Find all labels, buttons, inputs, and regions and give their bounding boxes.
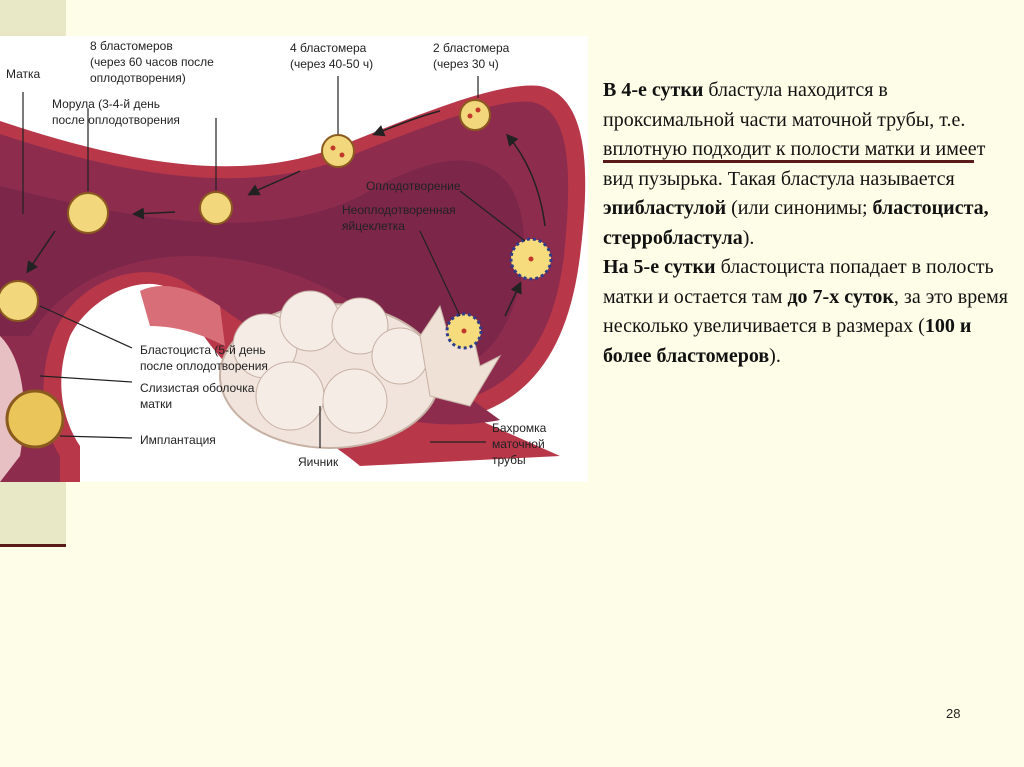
label-implantation: Имплантация: [140, 433, 216, 447]
label-mucosa-line2: матки: [140, 397, 172, 411]
label-fimbriae-line2: маточной: [492, 437, 545, 451]
day-4-heading: В 4-е сутки: [603, 79, 704, 101]
label-blastocyst-line1: Бластоциста (5-й день: [140, 343, 266, 357]
day-4-text-2: (или синонимы;: [726, 197, 873, 219]
label-uterus: Матка: [6, 67, 41, 81]
fallopian-tube-diagram: Матка 8 бластомеров (через 60 часов посл…: [0, 36, 588, 482]
page-number: 28: [946, 706, 961, 721]
leader-lines: [22, 76, 526, 448]
label-ovary: Яичник: [298, 455, 339, 469]
label-fimbriae-line3: трубы: [492, 453, 526, 467]
term-blastomere-count: 100 и более бластомеров: [603, 315, 972, 367]
label-8-blastomeres-line1: 8 бластомеров: [90, 39, 173, 53]
label-blastocyst-line2: после оплодотворения: [140, 359, 268, 373]
term-until-day-7: до 7-х суток: [787, 285, 894, 308]
embryo-cells: [0, 99, 553, 449]
label-8-blastomeres-line3: оплодотворения): [90, 71, 186, 85]
label-morula-line2: после оплодотворения: [52, 113, 180, 127]
label-fertilization: Оплодотворение: [366, 179, 461, 193]
label-4-blastomeres-line2: (через 40-50 ч): [290, 57, 373, 71]
day-5-text-3: ).: [769, 344, 781, 367]
decor-line-bottom-left: [0, 544, 66, 547]
ovary: [140, 286, 502, 449]
label-mucosa-line1: Слизистая оболочка: [140, 381, 255, 395]
label-morula-line1: Морула (3-4-й день: [52, 97, 160, 111]
diagram-svg: Матка 8 бластомеров (через 60 часов посл…: [0, 39, 586, 482]
slide-body-text: В 4-е сутки бластула находится в проксим…: [603, 76, 1013, 371]
decor-line-top-right: [603, 160, 974, 163]
term-synonyms: бластоциста, стерробластула: [603, 197, 989, 249]
movement-arrows: [26, 110, 546, 317]
day-4-text-3: ).: [742, 226, 755, 249]
label-8-blastomeres-line2: (через 60 часов после: [90, 55, 214, 69]
corner-decor-bottom: [0, 482, 66, 544]
label-fimbriae-line1: Бахромка: [492, 421, 547, 435]
label-unfertilized-egg-line2: яйцеклетка: [342, 219, 405, 233]
day-5-text-1: бластоциста попадает в полость матки и о…: [603, 256, 994, 308]
paragraph-day-5: На 5-е сутки бластоциста попадает в поло…: [603, 253, 1013, 371]
term-epiblastula: эпибластулой: [603, 197, 727, 219]
paragraph-day-4: В 4-е сутки бластула находится в проксим…: [603, 76, 1013, 253]
uterus-shape: [0, 85, 586, 482]
label-unfertilized-egg-line1: Неоплодотворенная: [342, 203, 456, 217]
corner-decor-top: [0, 0, 66, 36]
day-5-text-2: , за это время несколько увеличивается в…: [603, 285, 1008, 338]
label-2-blastomeres-line1: 2 бластомера: [433, 41, 510, 55]
label-4-blastomeres-line1: 4 бластомера: [290, 41, 367, 55]
label-2-blastomeres-line2: (через 30 ч): [433, 57, 499, 71]
day-5-heading: На 5-е сутки: [603, 256, 716, 278]
day-4-text-1: бластула находится в проксимальной части…: [603, 79, 986, 190]
